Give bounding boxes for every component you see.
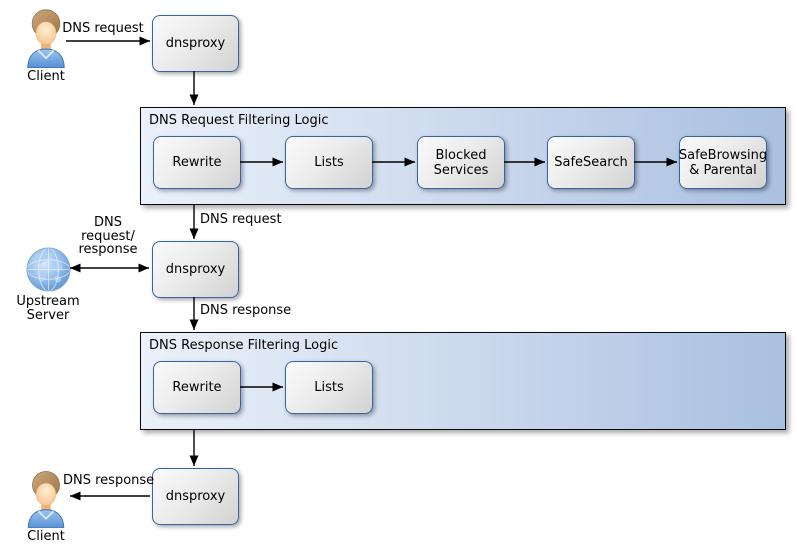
person-icon	[27, 471, 65, 528]
step-label: Lists	[314, 380, 344, 395]
step-blocked-services: Blocked Services	[417, 136, 505, 189]
person-icon	[27, 9, 65, 68]
step-lists-response: Lists	[285, 361, 373, 414]
client-top-node: Client	[20, 8, 72, 84]
step-lists-request: Lists	[285, 136, 373, 189]
step-label: Rewrite	[172, 380, 222, 395]
upstream-server-label: Upstream Server	[16, 294, 80, 323]
globe-icon	[25, 247, 71, 292]
client-bottom-label: Client	[27, 529, 65, 544]
dnsproxy-top-label: dnsproxy	[165, 36, 226, 51]
client-bottom-node: Client	[20, 470, 72, 544]
step-rewrite-request: Rewrite	[153, 136, 241, 189]
step-label: SafeBrowsing & Parental	[678, 147, 768, 178]
upstream-server-node: Upstream Server	[6, 246, 90, 323]
edge-label-upstream-exchange: DNS request/ response	[78, 215, 138, 257]
step-label: Rewrite	[172, 155, 222, 170]
request-filtering-container: DNS Request Filtering Logic Rewrite List…	[140, 107, 786, 205]
dnsproxy-mid-node: dnsproxy	[152, 241, 239, 298]
dnsproxy-bottom-label: dnsproxy	[165, 489, 226, 504]
dnsproxy-mid-label: dnsproxy	[165, 262, 226, 277]
response-filtering-title: DNS Response Filtering Logic	[149, 338, 339, 353]
edge-label-proxy-response: DNS response	[200, 303, 292, 318]
step-label: Lists	[314, 155, 344, 170]
step-rewrite-response: Rewrite	[153, 361, 241, 414]
dnsproxy-bottom-node: dnsproxy	[152, 468, 239, 525]
edge-label-client-request: DNS request	[62, 21, 144, 36]
step-label: SafeSearch	[554, 155, 628, 170]
client-top-label: Client	[27, 69, 65, 84]
request-filtering-title: DNS Request Filtering Logic	[149, 113, 329, 128]
edge-label-filtered-request: DNS request	[200, 212, 282, 227]
step-safebrowsing-parental: SafeBrowsing & Parental	[679, 136, 767, 189]
edge-label-client-response: DNS response	[63, 473, 155, 488]
step-safesearch: SafeSearch	[547, 136, 635, 189]
response-filtering-container: DNS Response Filtering Logic Rewrite Lis…	[140, 332, 786, 430]
dnsproxy-top-node: dnsproxy	[152, 15, 239, 72]
step-label: Blocked Services	[433, 147, 489, 178]
